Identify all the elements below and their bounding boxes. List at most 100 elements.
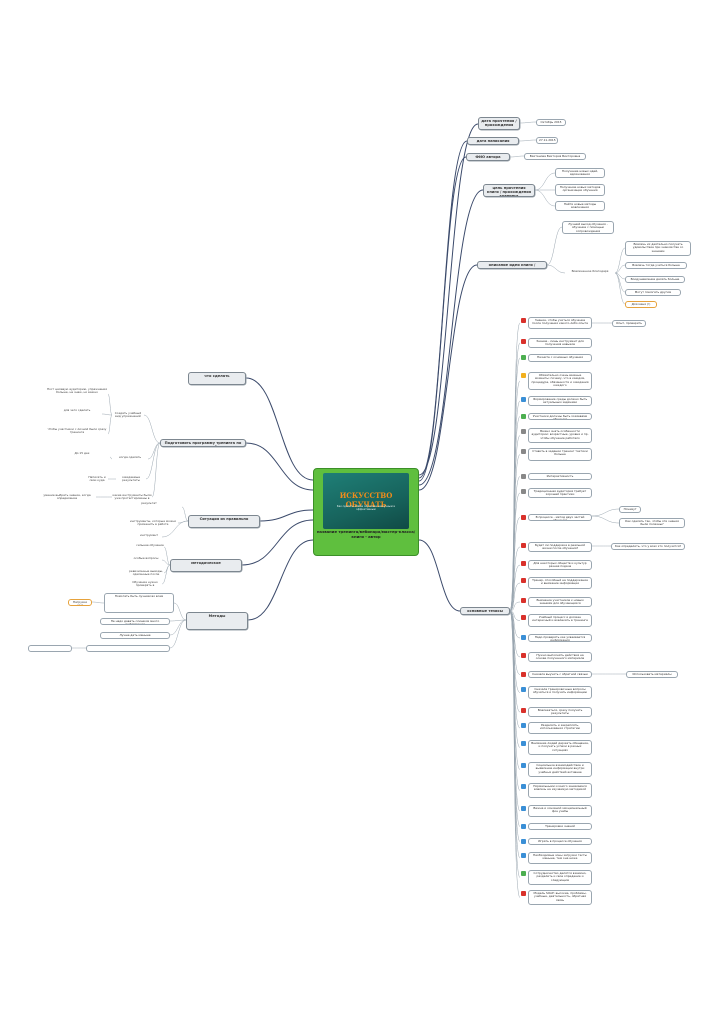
sub-branch-line (161, 559, 171, 566)
next-what-3[interactable]: Чтобы участники с личной были сразу трен… (47, 428, 107, 435)
topic-idea[interactable]: описание идеи книги / тренинга (477, 261, 547, 269)
thesis-item[interactable]: Формирование среды должно быть актуальны… (528, 396, 592, 406)
next-what[interactable]: Создать учебный вид упражнений (114, 412, 142, 418)
next-what-1[interactable]: Пост целевую аудиторию, упражнения больш… (46, 388, 108, 395)
topic-goal[interactable]: цель прочтения книги / прохождения трени… (483, 184, 535, 197)
thesis-item[interactable]: Надо проверять как усваивается информаци… (528, 634, 592, 642)
conclusion-1[interactable]: Помогать быть лучшим во всем (104, 593, 174, 613)
idea-item-2-1[interactable]: Вовлечь их деятельно получать удовольств… (625, 241, 691, 256)
conclusion-4-1[interactable] (28, 645, 72, 652)
topic-report-date[interactable]: дата написания отчета (467, 137, 519, 145)
topic-next-steps[interactable]: Подготовить программу тренинга по новому… (160, 439, 246, 447)
next-results[interactable]: какие инструменты были уже протестирован… (112, 494, 152, 500)
topic-author-value[interactable]: Вахтанова Виктория Викторовна (524, 153, 586, 160)
applicable-2[interactable]: особые вопросы (133, 557, 159, 560)
thesis-subnote[interactable]: Использовать материалы (626, 671, 678, 678)
thesis-item[interactable]: Интерактивность (528, 473, 592, 480)
thesis-item[interactable]: Знание, чтобы учиться обучение после пол… (528, 317, 592, 329)
next-results-1[interactable]: умение выбрать знание, когда определение (43, 494, 91, 500)
thesis-item[interactable]: Традиционная аудитория требует хорошей п… (528, 488, 592, 498)
topic-notes[interactable]: что сделать (188, 372, 246, 385)
thesis-item[interactable]: Начните с основных обучения (528, 354, 592, 362)
sub-branch-line (143, 414, 161, 444)
thesis-item[interactable]: Важна и основной эмоциональный фон учебы (528, 805, 592, 817)
topic-tested-tools[interactable]: Ситуация из правильно (188, 515, 260, 528)
thesis-item[interactable]: Вовлекаться, сразу получать результаты (528, 707, 592, 717)
goal-item-2[interactable]: Получение новых методов организации обуч… (555, 184, 605, 196)
next-when-1[interactable]: Написать и свои куда лучше (88, 476, 106, 482)
thesis-item[interactable]: Сначала тренировочные вопросы обучаться … (528, 686, 592, 699)
idea-item-2[interactable]: Вовлеченное благодаря (571, 270, 609, 273)
thesis-subnote[interactable]: Как сделать так, чтобы эти знания были п… (619, 518, 685, 528)
priority-icon (521, 543, 526, 548)
sub-branch-line (534, 189, 556, 207)
sub-branch-line (518, 139, 537, 142)
goal-item-3[interactable]: Найти новые методы вовлечения (555, 201, 605, 211)
thesis-item[interactable]: Сотрудничество делятся взаимно, разделит… (528, 870, 592, 885)
thesis-item[interactable]: В процессе - метод двух частей обучения (528, 514, 592, 521)
conclusion-1-1[interactable]: Нагрузки не в взаимодействие (68, 599, 92, 606)
idea-item-2-3[interactable]: Воодушевление делать больше (625, 276, 685, 283)
priority-icon (521, 871, 526, 876)
conclusion-3[interactable]: Лучше дать меньше (100, 632, 170, 639)
topic-conclusions[interactable]: Методы (186, 612, 248, 630)
topic-applicable-tools[interactable]: методическое (170, 559, 242, 572)
applicable-4[interactable]: Обучение нужно проверять в ограниченном … (132, 581, 158, 587)
central-topic[interactable]: ИСКУССТВО ОБУЧАТЬ Как сделать любое обуч… (313, 468, 419, 556)
main-branch-line (241, 519, 314, 566)
thesis-item[interactable]: Сначала выучить с обратной связью (528, 671, 592, 678)
thesis-item[interactable]: Для некоторых обществ и культур разная п… (528, 560, 592, 570)
thesis-item[interactable]: Необходимые зоны загрузки тесты меньше, … (528, 852, 592, 864)
applicable-1[interactable]: сильнее обучение (136, 544, 164, 547)
book-cover-image: ИСКУССТВО ОБУЧАТЬ Как сделать любое обуч… (323, 473, 409, 529)
thesis-item[interactable]: Разделить и закреплять, использования ст… (528, 722, 592, 734)
priority-icon (521, 397, 526, 402)
topic-report-date-value[interactable]: 27.11.2015 (536, 137, 558, 144)
sub-branch-line (169, 619, 187, 649)
thesis-item[interactable]: Ставить в задании тренинг тактики больше (528, 448, 592, 461)
idea-item-1[interactable]: Лучший выход обучения - обучение с помощ… (562, 221, 614, 234)
topic-author[interactable]: ФИО автора отчета (466, 153, 510, 161)
conclusion-4[interactable] (86, 645, 170, 652)
idea-item-2-5[interactable]: Для меня (!) (625, 301, 657, 308)
thesis-item[interactable]: Социальное взаимодействие и выявление ин… (528, 762, 592, 777)
thesis-item[interactable]: Знание - лишь инструмент для получения н… (528, 338, 592, 348)
thesis-item[interactable]: Участники должны быть хозяевами обучения (528, 413, 592, 420)
thesis-subnote[interactable]: Опыт, проверить (612, 320, 646, 327)
topic-theses[interactable]: основные тезисы (460, 607, 510, 615)
goal-item-1[interactable]: Получение новых идей, вдохновения (555, 168, 605, 178)
thesis-item[interactable]: Тренировки знаний (528, 823, 592, 830)
next-why-1[interactable]: До 15 дек (74, 452, 90, 455)
tested-3[interactable]: инструмент (139, 534, 159, 537)
thesis-item[interactable]: Будет ли поддержка в реальной жизни посл… (528, 542, 592, 552)
thesis-item[interactable]: Внимание участников к новым знаниям для … (528, 597, 592, 607)
thesis-item[interactable]: Внимание людей держать обещание, и получ… (528, 740, 592, 755)
thesis-item[interactable]: Обязательно очень важные моменты: почему… (528, 372, 592, 390)
tested-2[interactable]: инструменты, которые можно применить в р… (129, 520, 177, 526)
priority-icon (521, 429, 526, 434)
thesis-item[interactable]: Нормальными и много занимаемся вовлечь н… (528, 783, 592, 798)
next-when[interactable]: ожидаемые результаты (121, 476, 141, 482)
thesis-subnote[interactable]: Почему? (619, 506, 641, 513)
thesis-item[interactable]: Важно знать особенности аудитории: возра… (528, 428, 592, 443)
thesis-item[interactable]: Играть в процессе обучения (528, 838, 592, 845)
conclusion-2[interactable]: Не надо давать слишком много информации (100, 618, 170, 625)
applicable-3[interactable]: ревизионные выводы, сделанные после проч… (129, 570, 163, 576)
thesis-item[interactable]: Нужно выполнять действия на основе получ… (528, 652, 592, 662)
sub-branch-line (591, 508, 620, 517)
next-what-2[interactable]: для чего сделать (63, 409, 91, 412)
thesis-item[interactable]: Тренер, способный на поддержание и внима… (528, 577, 592, 589)
priority-icon (521, 355, 526, 360)
idea-item-2-2[interactable]: Вовлечь тогда учиться больше (625, 262, 687, 269)
topic-read-date[interactable]: дата прочтения / прохождения (478, 117, 520, 130)
main-branch-line (245, 377, 314, 481)
topic-read-date-value[interactable]: Октябрь 2015 (536, 119, 566, 126)
tested-1[interactable]: результат (141, 502, 157, 505)
thesis-item[interactable]: Модель SOAP: высокие, проблемы, учебные,… (528, 890, 592, 905)
idea-item-2-4[interactable]: Могут помогать другим (625, 289, 681, 296)
priority-icon (521, 806, 526, 811)
thesis-item[interactable]: Учебный процесс и должен интересный и во… (528, 614, 592, 627)
sub-branch-line (614, 264, 626, 274)
thesis-subnote[interactable]: Как определить, что у всех это получится… (611, 543, 685, 550)
next-why[interactable]: когда сделать (118, 456, 142, 459)
